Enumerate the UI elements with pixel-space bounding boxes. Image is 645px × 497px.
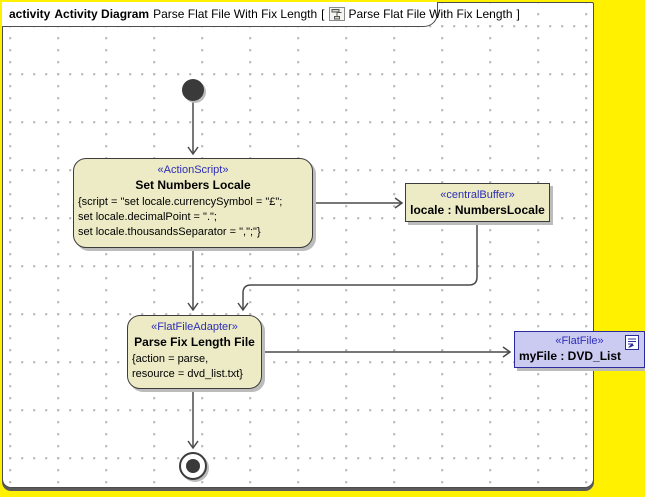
buffer-name: locale : NumbersLocale <box>410 203 545 217</box>
action-name: Set Numbers Locale <box>135 178 251 192</box>
bracket-close: ] <box>516 6 520 21</box>
action-properties-body: {action = parse, resource = dvd_list.txt… <box>128 350 261 382</box>
stereotype-label: «FlatFile» <box>555 335 604 347</box>
script-line: set locale.decimalPoint = "."; <box>78 211 217 223</box>
central-buffer-locale[interactable]: «centralBuffer» locale : NumbersLocale <box>405 183 550 222</box>
action-parse-fix-length-file[interactable]: «FlatFileAdapter» Parse Fix Length File … <box>127 315 262 389</box>
diagram-type: Activity Diagram <box>54 6 150 21</box>
document-icon <box>625 335 639 355</box>
script-line: set locale.thousandsSeparator = ",";"} <box>78 226 261 238</box>
frame-keyword: activity <box>9 6 51 21</box>
activity-final-node[interactable] <box>179 452 207 480</box>
action-set-numbers-locale[interactable]: «ActionScript» Set Numbers Locale {scrip… <box>73 158 313 248</box>
stereotype-label: «ActionScript» <box>157 164 229 176</box>
property-line: {action = parse, <box>132 353 209 365</box>
diagram-name: Parse Flat File With Fix Length <box>153 6 318 21</box>
action-script-body: {script = "set locale.currencySymbol = "… <box>74 193 312 240</box>
object-name: myFile : DVD_List <box>519 349 622 363</box>
action-name: Parse Fix Length File <box>134 335 255 349</box>
script-line: {script = "set locale.currencySymbol = "… <box>78 196 283 208</box>
initial-node[interactable] <box>182 79 204 101</box>
frame-label: Parse Flat File With Fix Length <box>348 6 513 21</box>
bracket-open: [ <box>321 6 325 21</box>
stereotype-label: «FlatFileAdapter» <box>151 321 238 333</box>
property-line: resource = dvd_list.txt} <box>132 368 243 380</box>
activity-diagram-icon <box>329 6 346 22</box>
stereotype-label: «centralBuffer» <box>440 189 515 201</box>
final-node-dot <box>186 459 200 473</box>
diagram-frame-header: activity Activity Diagram Parse Flat Fil… <box>2 2 520 27</box>
object-node-myfile[interactable]: «FlatFile» myFile : DVD_List <box>514 331 645 368</box>
